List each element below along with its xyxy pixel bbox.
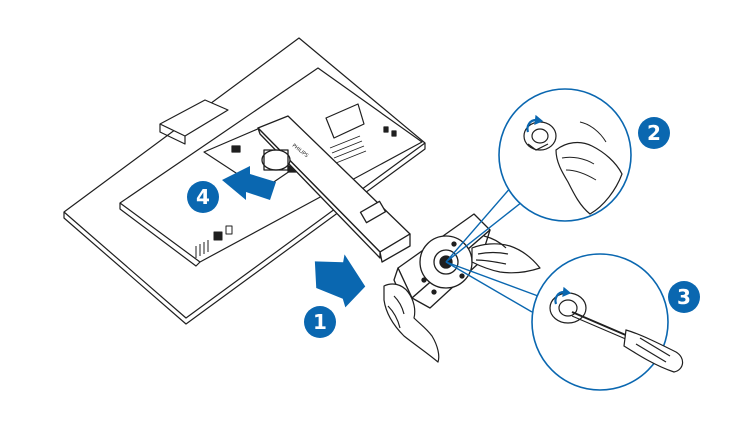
step-badge-3: 3 — [668, 281, 700, 313]
left-hand — [383, 283, 440, 363]
arrow-left-icon — [222, 166, 276, 200]
rotate-arrow-icon — [554, 290, 565, 305]
callout-line-step-3 — [445, 261, 533, 313]
fingers-turning-screw — [555, 141, 623, 215]
magnifier-circle — [531, 253, 669, 391]
step-number: 2 — [647, 121, 661, 145]
callout-line-step-3 — [445, 261, 539, 297]
thumbscrew-icon — [523, 114, 557, 151]
magnifier-screwdriver — [531, 253, 684, 391]
callout-line-step-2 — [445, 201, 523, 263]
step-badge-1: 1 — [304, 306, 336, 338]
monitor-button — [383, 126, 389, 133]
screw-head — [549, 286, 587, 324]
monitor-frame-thickness — [63, 143, 426, 325]
monitor-side-block — [325, 103, 365, 139]
stand-neck: PHILIPS — [257, 115, 411, 263]
arrow-right-icon — [314, 254, 366, 308]
monitor-vents — [329, 135, 367, 164]
right-hand — [471, 243, 541, 274]
hands-holding-base — [383, 235, 541, 363]
callout-line-step-2 — [445, 185, 513, 263]
monitor-top-block — [159, 99, 229, 137]
monitor-ports — [195, 225, 233, 258]
step-number: 4 — [196, 185, 210, 209]
step-badge-2: 2 — [638, 117, 670, 149]
screwdriver-icon — [571, 311, 684, 373]
callout-lines — [445, 185, 539, 313]
step-number: 3 — [677, 285, 691, 309]
step-badge-4: 4 — [187, 181, 219, 213]
monitor-button — [391, 130, 397, 137]
magnifier-thumbscrew — [498, 88, 632, 222]
stand-hinge — [261, 149, 291, 171]
monitor-rear-housing-edge — [119, 203, 201, 267]
rotate-arrow-icon — [526, 118, 537, 133]
direction-arrows — [222, 166, 366, 308]
step-number: 1 — [313, 310, 327, 334]
